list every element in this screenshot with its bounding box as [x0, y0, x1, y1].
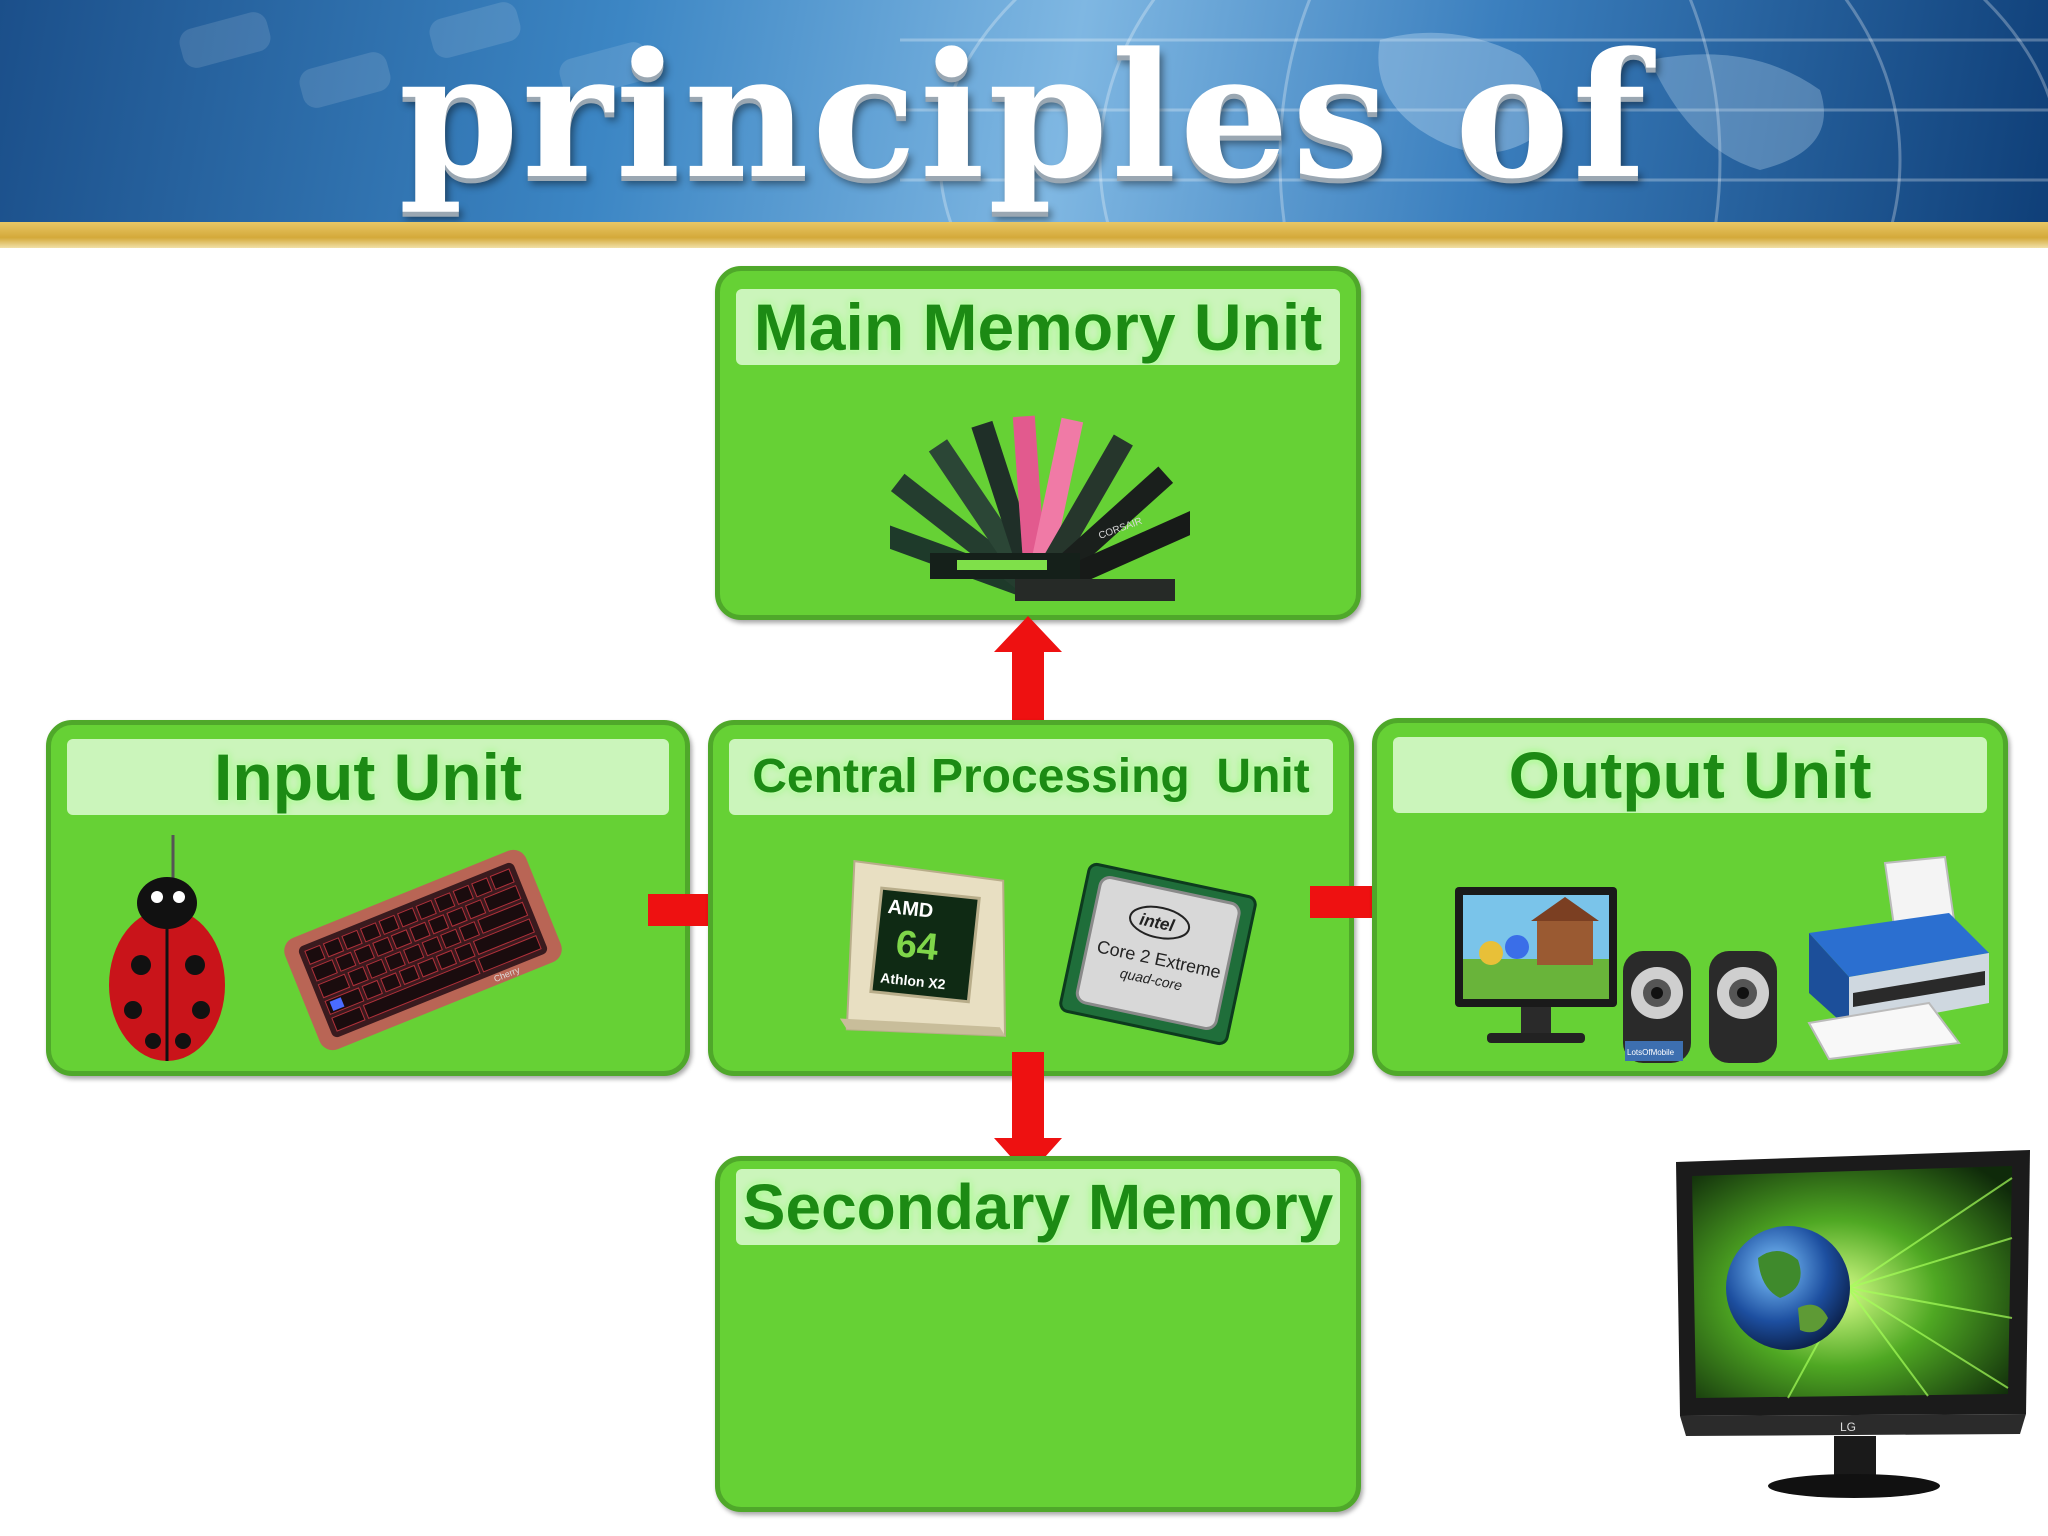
output-unit-label: Output Unit [1393, 737, 1987, 813]
ladybug-mouse-icon [109, 835, 225, 1061]
arrow-to-main-memory [994, 616, 1062, 740]
header-banner: principles of computer [0, 0, 2048, 222]
amd-chip-icon: AMD 64 Athlon X2 [839, 859, 1007, 1037]
speaker-brand-text: LotsOfMobile [1627, 1048, 1675, 1057]
monitor-brand-text: LG [1840, 1420, 1856, 1434]
cpu-unit-box: Central Processing Unit AMD 64 Athlon X2… [708, 720, 1354, 1076]
output-unit-box: Output Unit LotsOfMobile [1372, 718, 2008, 1076]
printer-icon [1807, 855, 1989, 1061]
slide-title: principles of computer [398, 14, 1650, 223]
keyboard-icon: Cherry [284, 849, 562, 1051]
arrow-to-secondary-memory [994, 1052, 1062, 1176]
main-memory-unit-box: Main Memory Unit CORSAIR [715, 266, 1361, 620]
decorative-monitor-icon: LG [1676, 1150, 2030, 1498]
amd-brand-text: AMD [887, 896, 935, 923]
intel-chip-icon: intel Core 2 Extreme quad-core [1059, 862, 1257, 1046]
amd-model-text: 64 [894, 923, 940, 969]
output-monitor-icon [1455, 887, 1617, 1043]
globe-background-icon [179, 0, 2048, 222]
ram-modules-icon: CORSAIR [890, 415, 1190, 601]
amd-series-text: Athlon X2 [880, 970, 947, 993]
header-gold-stripe [0, 222, 2048, 248]
main-memory-unit-label: Main Memory Unit [736, 289, 1340, 365]
speakers-icon: LotsOfMobile [1623, 951, 1777, 1063]
input-unit-box: Input Unit Cherry [46, 720, 690, 1076]
input-unit-label: Input Unit [67, 739, 669, 815]
cpu-unit-label: Central Processing Unit [729, 739, 1333, 815]
secondary-memory-label: Secondary Memory [736, 1169, 1340, 1245]
secondary-memory-box: Secondary Memory [715, 1156, 1361, 1512]
